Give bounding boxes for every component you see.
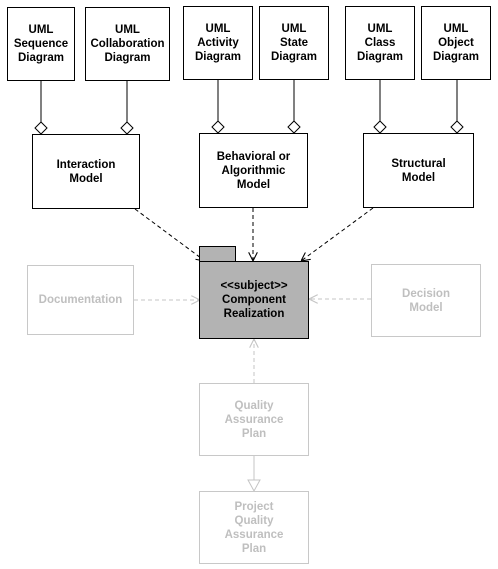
- box-label: Diagram: [17, 52, 65, 64]
- box-label: Realization: [223, 308, 285, 320]
- box-label: Model: [409, 301, 443, 314]
- box-label: UML: [28, 24, 54, 36]
- box-label: Quality: [234, 399, 274, 412]
- box-label: UML: [115, 24, 140, 36]
- uml-class-diagram-box: UML Class Diagram: [345, 6, 415, 80]
- dependency-arrow: [301, 207, 374, 261]
- box-label: Project: [234, 500, 274, 513]
- box-label: Sequence: [13, 38, 69, 50]
- box-label: Model: [401, 171, 436, 184]
- uml-activity-diagram-box: UML Activity Diagram: [183, 6, 253, 80]
- aggregation-connector: [120, 81, 134, 135]
- dependency-arrow: [134, 208, 205, 261]
- box-label: Object: [438, 37, 474, 49]
- box-label: Model: [69, 172, 103, 185]
- box-label: Quality: [234, 514, 274, 527]
- aggregation-connector: [211, 80, 225, 134]
- box-label: UML: [281, 23, 307, 35]
- box-label: Decision: [402, 287, 450, 300]
- project-quality-assurance-plan-box: Project Quality Assurance Plan: [199, 491, 309, 564]
- box-label: Plan: [241, 427, 267, 440]
- box-label: State: [279, 37, 309, 49]
- box-label: Diagram: [194, 51, 242, 63]
- box-label: Collaboration: [90, 38, 165, 50]
- box-label: UML: [205, 23, 231, 35]
- aggregation-connector: [450, 80, 464, 134]
- box-label: Class: [364, 37, 396, 49]
- box-label: UML: [367, 23, 393, 35]
- box-label: Algorithmic: [221, 164, 286, 177]
- interaction-model-box: Interaction Model: [32, 134, 140, 209]
- box-label: Model: [236, 178, 271, 191]
- decision-model-box: Decision Model: [371, 264, 481, 337]
- box-label: Plan: [241, 542, 267, 555]
- uml-object-diagram-box: UML Object Diagram: [421, 6, 491, 80]
- uml-collaboration-diagram-box: UML Collaboration Diagram: [85, 7, 170, 81]
- aggregation-connector: [373, 80, 387, 134]
- box-label: Assurance: [224, 528, 284, 541]
- generalization-arrow: [247, 456, 261, 493]
- box-label: Assurance: [224, 413, 284, 426]
- box-label: Behavioral or: [216, 150, 291, 163]
- quality-assurance-plan-box: Quality Assurance Plan: [199, 383, 309, 456]
- box-label: UML: [443, 23, 469, 35]
- box-label: Component: [222, 294, 286, 306]
- uml-sequence-diagram-box: UML Sequence Diagram: [7, 7, 75, 81]
- aggregation-connector: [287, 80, 301, 134]
- box-label: Documentation: [38, 294, 123, 306]
- uml-state-diagram-box: UML State Diagram: [259, 6, 329, 80]
- documentation-box: Documentation: [27, 265, 134, 335]
- box-label: Diagram: [432, 51, 480, 63]
- box-label: Interaction: [56, 158, 116, 171]
- structural-model-box: Structural Model: [363, 133, 474, 208]
- box-label: Diagram: [270, 51, 318, 63]
- box-label: <<subject>>: [220, 280, 288, 292]
- box-label: Activity: [197, 37, 239, 49]
- box-label: Diagram: [104, 52, 151, 64]
- component-realization-package: <<subject>> Component Realization: [199, 261, 309, 339]
- box-label: Structural: [391, 157, 446, 170]
- package-tab: [199, 246, 236, 262]
- box-label: Diagram: [356, 51, 404, 63]
- behavioral-model-box: Behavioral or Algorithmic Model: [199, 133, 308, 208]
- aggregation-connector: [34, 81, 48, 135]
